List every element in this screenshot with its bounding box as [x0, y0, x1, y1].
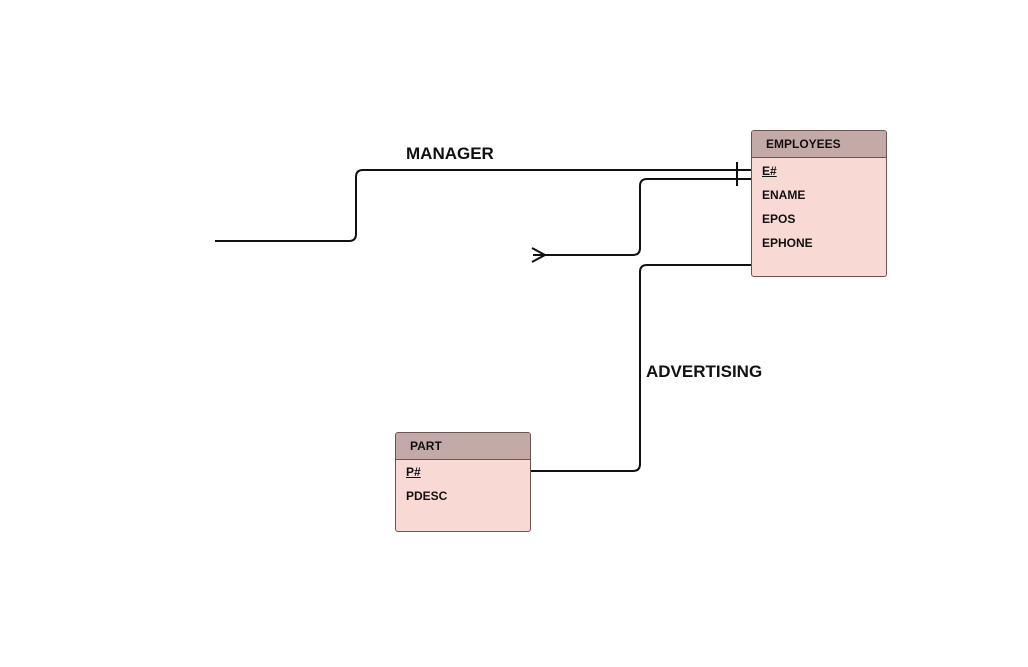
- part-entity-header: PART: [396, 433, 530, 460]
- advertising-connector[interactable]: [530, 264, 751, 472]
- many-connector[interactable]: [533, 178, 751, 256]
- employees-attr-e-number: E#: [762, 164, 777, 178]
- manager-relationship-label: MANAGER: [406, 144, 494, 163]
- part-entity[interactable]: PART P# PDESC: [395, 432, 531, 532]
- employees-entity-header: EMPLOYEES: [752, 131, 886, 158]
- many-cardinality-mark: [531, 247, 548, 263]
- employees-attr-ename: ENAME: [762, 188, 806, 202]
- employees-entity[interactable]: EMPLOYEES E# ENAME EPOS EPHONE: [751, 130, 887, 277]
- manager-connector[interactable]: [215, 169, 751, 242]
- employees-attr-ephone: EPHONE: [762, 236, 813, 250]
- part-attr-p-number: P#: [406, 465, 421, 479]
- employees-attr-epos: EPOS: [762, 212, 796, 226]
- part-attr-pdesc: PDESC: [406, 489, 448, 503]
- advertising-relationship-label: ADVERTISING: [646, 362, 763, 381]
